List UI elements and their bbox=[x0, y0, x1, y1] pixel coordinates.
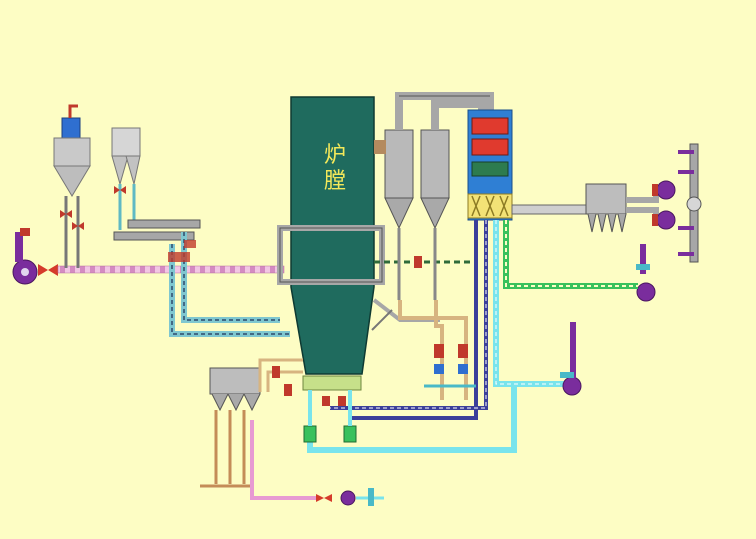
flue-duct-to-filter bbox=[511, 204, 587, 215]
secondary-air-fan-icon[interactable] bbox=[636, 244, 656, 302]
furnace-body: 炉 膛 bbox=[277, 96, 385, 391]
slag-pipes bbox=[258, 358, 303, 396]
pink-bottom-pipe bbox=[250, 420, 320, 500]
bottom-fan-icon[interactable] bbox=[316, 488, 384, 506]
cyclone-separator-1 bbox=[384, 129, 414, 300]
left-feed-silo bbox=[53, 104, 91, 245]
tail-heat-exchanger-icon bbox=[467, 109, 513, 221]
slag-cooler-pump-icon[interactable] bbox=[303, 390, 357, 443]
cyclone-return-valve-icon[interactable] bbox=[414, 256, 422, 268]
tertiary-fan-icon[interactable] bbox=[560, 322, 582, 396]
navy-pipe-loops bbox=[330, 220, 488, 420]
left-coal-hoppers bbox=[111, 127, 141, 230]
furnace-label-line1: 炉 bbox=[324, 143, 346, 168]
furnace-label-line2: 膛 bbox=[324, 169, 346, 194]
flue-gas-top-duct bbox=[395, 92, 494, 130]
furnace-to-cyclone-duct bbox=[374, 140, 386, 154]
chimney-icon bbox=[678, 143, 702, 263]
hopper-valve-group[interactable] bbox=[60, 186, 126, 230]
cyclone-separator-2 bbox=[420, 129, 450, 300]
left-feed-valve-icon[interactable] bbox=[38, 264, 58, 276]
induced-draft-fan-icon[interactable] bbox=[652, 180, 676, 230]
coal-conveyor-duct bbox=[113, 219, 290, 337]
ash-discharge-pipes bbox=[398, 300, 476, 400]
left-primary-fan-icon[interactable] bbox=[12, 228, 38, 285]
